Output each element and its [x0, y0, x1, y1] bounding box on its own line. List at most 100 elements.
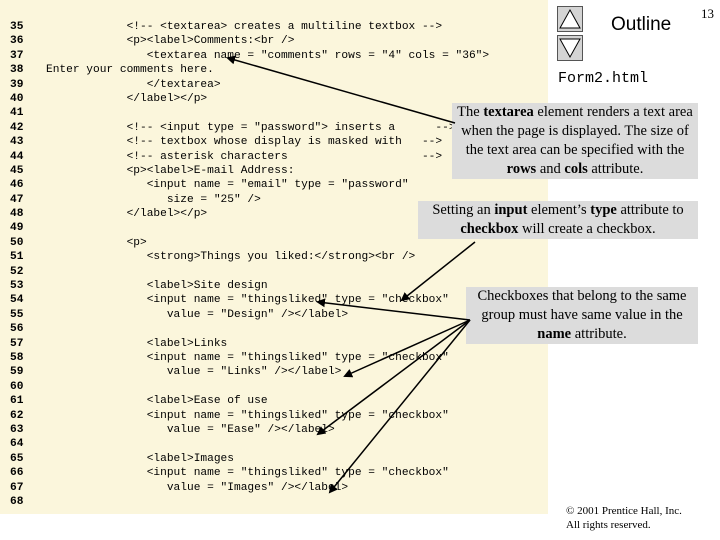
code-text: <!-- <textarea> creates a multiline text… — [46, 21, 443, 33]
code-text: <input name = "thingsliked" type = "chec… — [46, 409, 449, 422]
callout-text: and — [536, 161, 565, 177]
code-text: <p><label>E-mail Address: — [46, 164, 295, 177]
prev-slide-button[interactable] — [557, 6, 583, 32]
line-number: 45 — [10, 164, 24, 177]
arrow-to-textarea — [226, 55, 456, 124]
code-line: 53 <label>Site design — [10, 279, 489, 293]
code-text: Enter your comments here. — [46, 64, 214, 77]
code-text: <input name = "thingsliked" type = "chec… — [46, 351, 449, 364]
callout-keyword: rows — [506, 161, 537, 177]
code-line: 68 — [10, 495, 489, 509]
code-line: 46 <input name = "email" type = "passwor… — [10, 178, 489, 192]
line-number: 55 — [10, 308, 24, 321]
code-line: 48 </label></p> — [10, 207, 489, 221]
line-number: 49 — [10, 222, 24, 235]
code-text: <label>Site design — [46, 280, 268, 293]
line-number: 37 — [10, 49, 24, 62]
code-text: <label>Images — [46, 452, 234, 465]
copyright-line: All rights reserved. — [566, 519, 651, 531]
line-number: 42 — [10, 121, 24, 134]
code-line: 44 <!-- asterisk characters --> — [10, 150, 489, 164]
line-number: 58 — [10, 351, 24, 364]
code-text: <p> — [46, 236, 147, 249]
code-text: </textarea> — [46, 78, 221, 91]
code-line: 43 <!-- textbox whose display is masked … — [10, 135, 489, 149]
code-text: <label>Ease of use — [46, 395, 268, 408]
code-line: 52 — [10, 265, 489, 279]
code-line: 61 <label>Ease of use — [10, 394, 489, 408]
code-line: 66 <input name = "thingsliked" type = "c… — [10, 466, 489, 480]
line-number: 64 — [10, 438, 24, 451]
code-text: <p><label>Comments:<br /> — [46, 35, 295, 48]
line-number: 38 — [10, 64, 24, 77]
line-number: 67 — [10, 481, 24, 494]
line-number: 60 — [10, 380, 24, 393]
line-number: 40 — [10, 92, 24, 105]
callout-checkbox-group: Checkboxes that belong to the same group… — [466, 287, 698, 344]
callout-keyword: cols — [564, 161, 588, 177]
code-listing: 35 <!-- <textarea> creates a multiline t… — [10, 20, 489, 509]
arrow-to-checkbox-type — [400, 241, 476, 302]
line-number: 54 — [10, 294, 24, 307]
line-number: 68 — [10, 495, 24, 508]
line-number: 52 — [10, 265, 24, 278]
code-line: 58 <input name = "thingsliked" type = "c… — [10, 351, 489, 365]
code-text: <!-- asterisk characters --> — [46, 150, 443, 163]
line-number: 61 — [10, 395, 24, 408]
line-number: 41 — [10, 107, 24, 120]
line-number: 53 — [10, 280, 24, 293]
callout-keyword: textarea — [483, 104, 534, 120]
page-number: 13 — [701, 6, 714, 21]
code-line: 49 — [10, 221, 489, 235]
copyright-line: © 2001 Prentice Hall, Inc. — [566, 505, 682, 517]
file-name: Form2.html — [558, 70, 649, 87]
line-number: 65 — [10, 452, 24, 465]
triangle-up-icon — [559, 8, 581, 29]
code-line: 40 </label></p> — [10, 92, 489, 106]
code-line: 37 <textarea name = "comments" rows = "4… — [10, 49, 489, 63]
line-number: 39 — [10, 78, 24, 91]
line-number: 59 — [10, 366, 24, 379]
code-line: 62 <input name = "thingsliked" type = "c… — [10, 409, 489, 423]
code-text: <label>Links — [46, 337, 228, 350]
code-line: 50 <p> — [10, 236, 489, 250]
line-number: 63 — [10, 423, 24, 436]
code-text: <input name = "thingsliked" type = "chec… — [46, 467, 449, 480]
line-number: 46 — [10, 179, 24, 192]
code-line: 64 — [10, 437, 489, 451]
code-line: 47 size = "25" /> — [10, 193, 489, 207]
code-text: <input name = "email" type = "password" — [46, 179, 409, 192]
callout-text: attribute. — [587, 161, 644, 177]
triangle-down-icon — [559, 38, 581, 59]
code-line: 57 <label>Links — [10, 337, 489, 351]
callout-keyword: input — [494, 202, 528, 218]
code-line: 35 <!-- <textarea> creates a multiline t… — [10, 20, 489, 34]
callout-text: attribute to — [616, 202, 684, 218]
code-text: value = "Design" /></label> — [46, 308, 349, 321]
callout-text: will create a checkbox. — [518, 221, 656, 237]
code-line: 36 <p><label>Comments:<br /> — [10, 34, 489, 48]
code-text: <textarea name = "comments" rows = "4" c… — [46, 49, 490, 62]
code-text: <!-- textbox whose display is masked wit… — [46, 136, 443, 149]
callout-keyword: name — [537, 326, 572, 342]
code-line: 45 <p><label>E-mail Address: — [10, 164, 489, 178]
arrow-to-name-ease — [316, 319, 471, 436]
line-number: 57 — [10, 337, 24, 350]
copyright-notice: © 2001 Prentice Hall, Inc. All rights re… — [566, 504, 682, 532]
code-line: 41 — [10, 106, 489, 120]
line-number: 62 — [10, 409, 24, 422]
line-number: 35 — [10, 21, 24, 33]
code-text: size = "25" /> — [46, 193, 261, 206]
next-slide-button[interactable] — [557, 35, 583, 61]
line-number: 43 — [10, 136, 24, 149]
code-line: 39 </textarea> — [10, 78, 489, 92]
code-line: 55 value = "Design" /></label> — [10, 308, 489, 322]
callout-checkbox: Setting an input element’s type attribut… — [418, 201, 698, 239]
code-line: 56 — [10, 322, 489, 336]
arrow-to-name-design — [316, 298, 471, 321]
callout-text: element renders a text area when the pag… — [461, 104, 693, 158]
code-text: <input name = "thingsliked" type = "chec… — [46, 294, 449, 307]
line-number: 48 — [10, 208, 24, 221]
code-line: 54 <input name = "thingsliked" type = "c… — [10, 293, 489, 307]
